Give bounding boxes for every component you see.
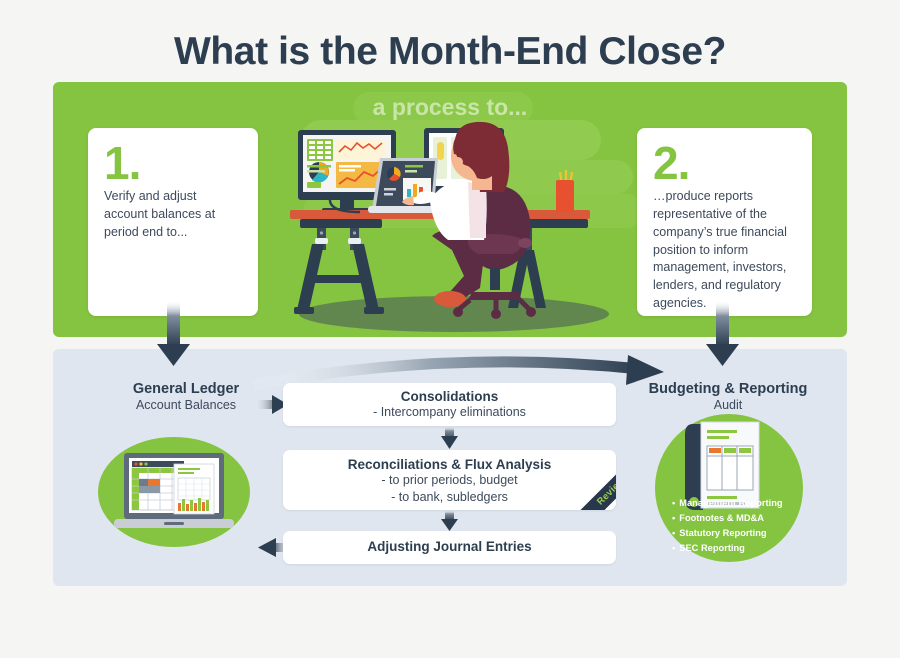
reconciliations-sub-2: - to bank, subledgers [391, 489, 508, 504]
budgeting-reporting-heading: Budgeting & Reporting [648, 381, 808, 397]
bullet-item: Management Reporting [672, 496, 802, 511]
reconciliations-title: Reconciliations & Flux Analysis [347, 457, 552, 472]
card-2-text: …produce reports representative of the c… [653, 189, 787, 310]
consolidations-title: Consolidations [400, 389, 499, 404]
page-title: What is the Month-End Close? [173, 30, 727, 73]
process-box-adjusting-journal-entries: Adjusting Journal Entries [283, 531, 616, 564]
process-box-consolidations: Consolidations - Intercompany eliminatio… [283, 383, 616, 426]
reconciliations-sub-1: - to prior periods, budget [381, 473, 518, 487]
card-1-number: 1. [104, 137, 141, 189]
general-ledger-circle [98, 437, 250, 547]
card-2-number: 2. [653, 137, 690, 189]
aje-title: Adjusting Journal Entries [367, 539, 532, 554]
card-step-1: 1. Verify and adjust account balances at… [88, 128, 258, 316]
general-ledger-heading: General Ledger [132, 381, 240, 397]
bullet-item: Statutory Reporting [672, 526, 802, 541]
person-illustration [402, 121, 536, 319]
consolidations-sub: - Intercompany eliminations [373, 405, 526, 419]
card-step-2: 2. …produce reports representative of th… [637, 128, 812, 316]
general-ledger-subheading: Account Balances [135, 398, 237, 412]
pencil-cup-icon [556, 170, 574, 212]
reporting-bullet-list: Management Reporting Footnotes & MD&A St… [672, 496, 802, 556]
workstation-illustration-svg [290, 121, 609, 332]
budgeting-reporting-heading-group: Budgeting & Reporting Audit [628, 381, 828, 412]
process-box-reconciliations: Reconciliations & Flux Analysis - to pri… [283, 450, 616, 510]
left-monitor-icon [298, 130, 396, 213]
workstation-illustration [272, 110, 632, 337]
card-1-text: Verify and adjust account balances at pe… [104, 189, 216, 239]
general-ledger-heading-group: General Ledger Account Balances [86, 381, 286, 412]
laptop-spreadsheet-icon [114, 453, 234, 528]
budgeting-reporting-subheading: Audit [713, 398, 743, 412]
bullet-item: Footnotes & MD&A [672, 511, 802, 526]
bullet-item: SEC Reporting [672, 541, 802, 556]
